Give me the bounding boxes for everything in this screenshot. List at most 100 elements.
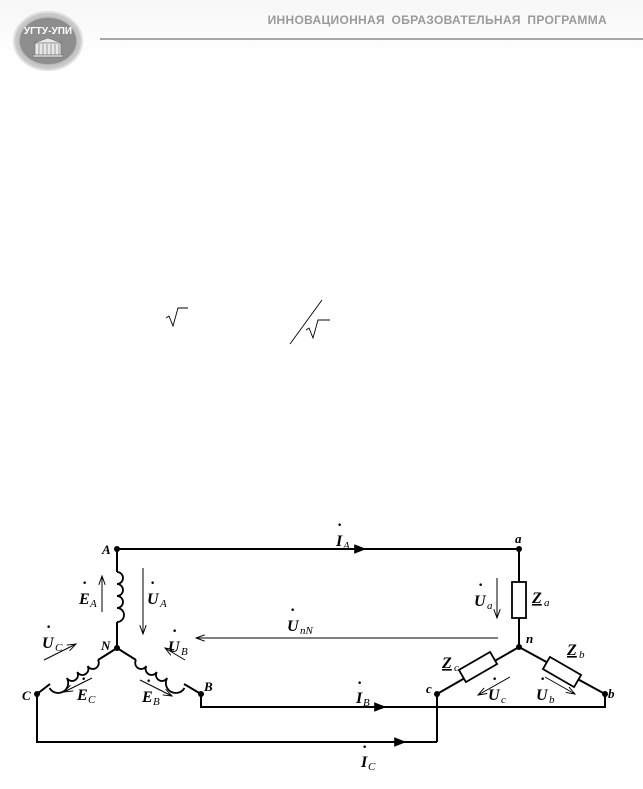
resistor-Zb [541, 655, 583, 689]
label-IC: · I C [360, 739, 376, 773]
label-node-B: B [203, 679, 213, 694]
svg-text:A: A [159, 598, 167, 610]
svg-text:B: B [363, 697, 370, 709]
wire-B-c [200, 694, 437, 708]
arrow-Uc [478, 676, 511, 695]
arrow-EC [64, 677, 93, 692]
svg-text:·: · [150, 575, 155, 592]
svg-text:E: E [78, 591, 90, 608]
svg-text:·: · [540, 671, 545, 688]
svg-text:C: C [368, 761, 376, 773]
node-C-dot [34, 691, 40, 697]
node-n-dot [516, 644, 522, 650]
svg-text:·: · [290, 602, 295, 619]
svg-text:U: U [536, 687, 549, 704]
svg-text:·: · [362, 739, 367, 756]
page-header: ИННОВАЦИОННАЯ ОБРАЗОВАТЕЛЬНАЯ ПРОГРАММА … [0, 0, 643, 71]
svg-text:E: E [141, 689, 153, 706]
svg-text:B: B [181, 646, 188, 658]
svg-text:Z: Z [531, 590, 542, 607]
arrow-UB [165, 648, 186, 661]
label-IB: · I B [355, 675, 370, 709]
node-B-dot [198, 691, 204, 697]
junctions [34, 546, 608, 697]
svg-text:nN: nN [300, 625, 314, 637]
svg-text:U: U [474, 593, 487, 610]
formula-fragment [165, 299, 330, 345]
svg-text:U: U [287, 618, 300, 635]
arrow-EB [139, 679, 172, 696]
resistor-Za [511, 581, 527, 619]
wire-N-C-coil [97, 647, 118, 661]
arrow-Ub [544, 676, 575, 694]
label-node-a: a [515, 531, 522, 546]
label-Zc: Z c [441, 655, 459, 674]
svg-text:I: I [360, 754, 368, 771]
svg-text:·: · [492, 671, 497, 688]
svg-text:C: C [55, 642, 63, 654]
svg-text:·: · [337, 520, 342, 534]
label-node-N: N [100, 638, 111, 653]
svg-text:·: · [478, 577, 483, 594]
svg-text:c: c [501, 694, 506, 706]
label-EC: · E C [76, 671, 96, 706]
svg-text:·: · [146, 673, 151, 690]
svg-text:b: b [579, 649, 585, 661]
header-rule [100, 38, 643, 40]
label-node-C: C [22, 688, 31, 703]
svg-text:a: a [544, 597, 550, 609]
sqrt-symbol-1 [165, 307, 188, 328]
svg-text:·: · [46, 619, 51, 636]
svg-text:U: U [168, 639, 181, 656]
svg-text:Z: Z [566, 642, 577, 659]
label-Zb: Z b [566, 642, 585, 661]
node-A-dot [114, 546, 120, 552]
wire-N-B-coil [116, 647, 137, 661]
label-node-A: A [101, 542, 111, 557]
label-Ub: · U b [536, 671, 555, 706]
voltage-arrows [43, 568, 575, 696]
node-N-dot [114, 645, 120, 651]
wire-C-c [36, 694, 437, 743]
label-UA: · U A [147, 575, 167, 610]
svg-text:U: U [147, 591, 160, 608]
node-b-dot [602, 691, 608, 697]
label-node-n: n [526, 631, 533, 646]
label-EB: · E B [141, 673, 160, 708]
logo-text: УГТУ-УПИ [24, 26, 72, 37]
label-Za: Z a [531, 590, 550, 609]
quantity-labels: · I A · I B · I C · U nN · E A · [42, 520, 585, 773]
svg-text:A: A [89, 598, 97, 610]
label-UC: · U C [42, 619, 63, 654]
three-phase-circuit-diagram: A a N n B C c b · I A · I B · I C · U [22, 520, 615, 773]
svg-text:·: · [81, 671, 86, 688]
label-Uc: · U c [488, 671, 506, 706]
svg-text:I: I [355, 690, 363, 707]
svg-text:Z: Z [441, 655, 452, 672]
label-UnN: · U nN [287, 602, 314, 637]
node-a-dot [516, 546, 522, 552]
wire-coil-B [183, 683, 202, 695]
sqrt-symbol-2 [305, 319, 330, 340]
arrow-UC [43, 644, 76, 661]
svg-text:A: A [342, 540, 350, 552]
svg-text:C: C [88, 694, 96, 706]
inductor-A [116, 571, 125, 623]
inductor-B [134, 659, 186, 694]
resistor-Zc [457, 650, 499, 684]
header-title: ИННОВАЦИОННАЯ ОБРАЗОВАТЕЛЬНАЯ ПРОГРАММА [267, 13, 607, 27]
wire-b-return [437, 694, 606, 708]
svg-text:U: U [488, 687, 501, 704]
current-arrows [340, 544, 407, 747]
label-UB: · U B [168, 623, 188, 658]
svg-text:I: I [335, 533, 343, 550]
label-node-c: c [426, 681, 432, 696]
university-logo: УГТУ-УПИ [13, 11, 83, 71]
label-node-b: b [608, 686, 615, 701]
svg-text:a: a [487, 600, 493, 612]
label-Ua: · U a [474, 577, 493, 612]
svg-text:·: · [172, 623, 177, 640]
fraction-slash [289, 299, 323, 345]
svg-text:U: U [42, 635, 55, 652]
svg-text:E: E [76, 687, 88, 704]
